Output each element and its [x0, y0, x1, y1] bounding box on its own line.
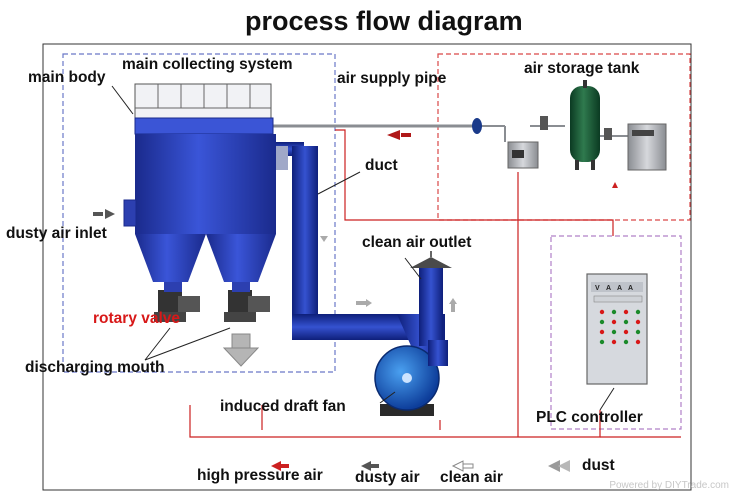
plc-meter-label-a1: A [606, 285, 611, 292]
main-body [123, 83, 288, 282]
legend-clean-air-label: clean air [440, 469, 503, 486]
control-wiring [189, 129, 681, 438]
dust-discharge-arrow-icon [222, 333, 260, 367]
plc-signal-arrow-icon [612, 182, 618, 188]
legend-high-pressure-air-icon [271, 461, 281, 471]
air-storage-equipment [472, 80, 667, 171]
legend-dusty-air-label: dusty air [355, 469, 420, 486]
duct-clean-air-arrow-icon [320, 236, 328, 242]
fan-inlet-arrow-icon [366, 299, 372, 307]
plc-meter-label-v: V [595, 285, 600, 292]
plc-meter-label-a3: A [628, 285, 633, 292]
plc-controller-label: PLC controller [536, 409, 643, 426]
legend-dust-icon [548, 460, 560, 472]
discharging-mouth-label: discharging mouth [25, 359, 165, 376]
rotary-valve-right [224, 282, 270, 322]
duct-system [274, 142, 452, 355]
main-body-label: main body [28, 69, 106, 86]
outlet-cap [410, 257, 452, 268]
flow-arrows [93, 182, 618, 312]
clean-air-outlet-label: clean air outlet [362, 234, 472, 251]
plc-cabinet [586, 273, 648, 385]
induced-draft-fan-label: induced draft fan [220, 398, 346, 415]
legend-high-pressure-air-label: high pressure air [197, 467, 323, 484]
legend-dust-label: dust [582, 457, 615, 474]
legend-icons [271, 460, 570, 472]
watermark: Powered by DIYTrade.com [609, 480, 729, 491]
plc-meter-label-a2: A [617, 285, 622, 292]
dusty-air-inlet-label: dusty air inlet [6, 225, 107, 242]
leader-lines [111, 85, 615, 411]
main-collecting-system-frame [62, 53, 336, 373]
duct-label: duct [365, 157, 398, 174]
outer-border [42, 43, 692, 491]
dusty-air-inlet-arrow-icon [105, 209, 115, 219]
air-storage-tank-label: air storage tank [524, 60, 640, 77]
plc-indicator-grid [599, 309, 641, 345]
diagram-title: process flow diagram [245, 6, 523, 36]
rotary-valve-left [154, 282, 200, 322]
induced-draft-fan [374, 340, 448, 416]
high-pressure-air-arrow-icon [387, 130, 400, 140]
main-collecting-system-label: main collecting system [122, 56, 293, 73]
air-supply-pipe-label: air supply pipe [337, 70, 447, 87]
rotary-valve-label: rotary valve [93, 310, 181, 327]
legend-dusty-air-icon [361, 461, 371, 471]
outlet-up-arrow-icon [449, 298, 457, 304]
plc-frame [550, 235, 682, 430]
clean-air-outlet-stack [419, 268, 443, 346]
